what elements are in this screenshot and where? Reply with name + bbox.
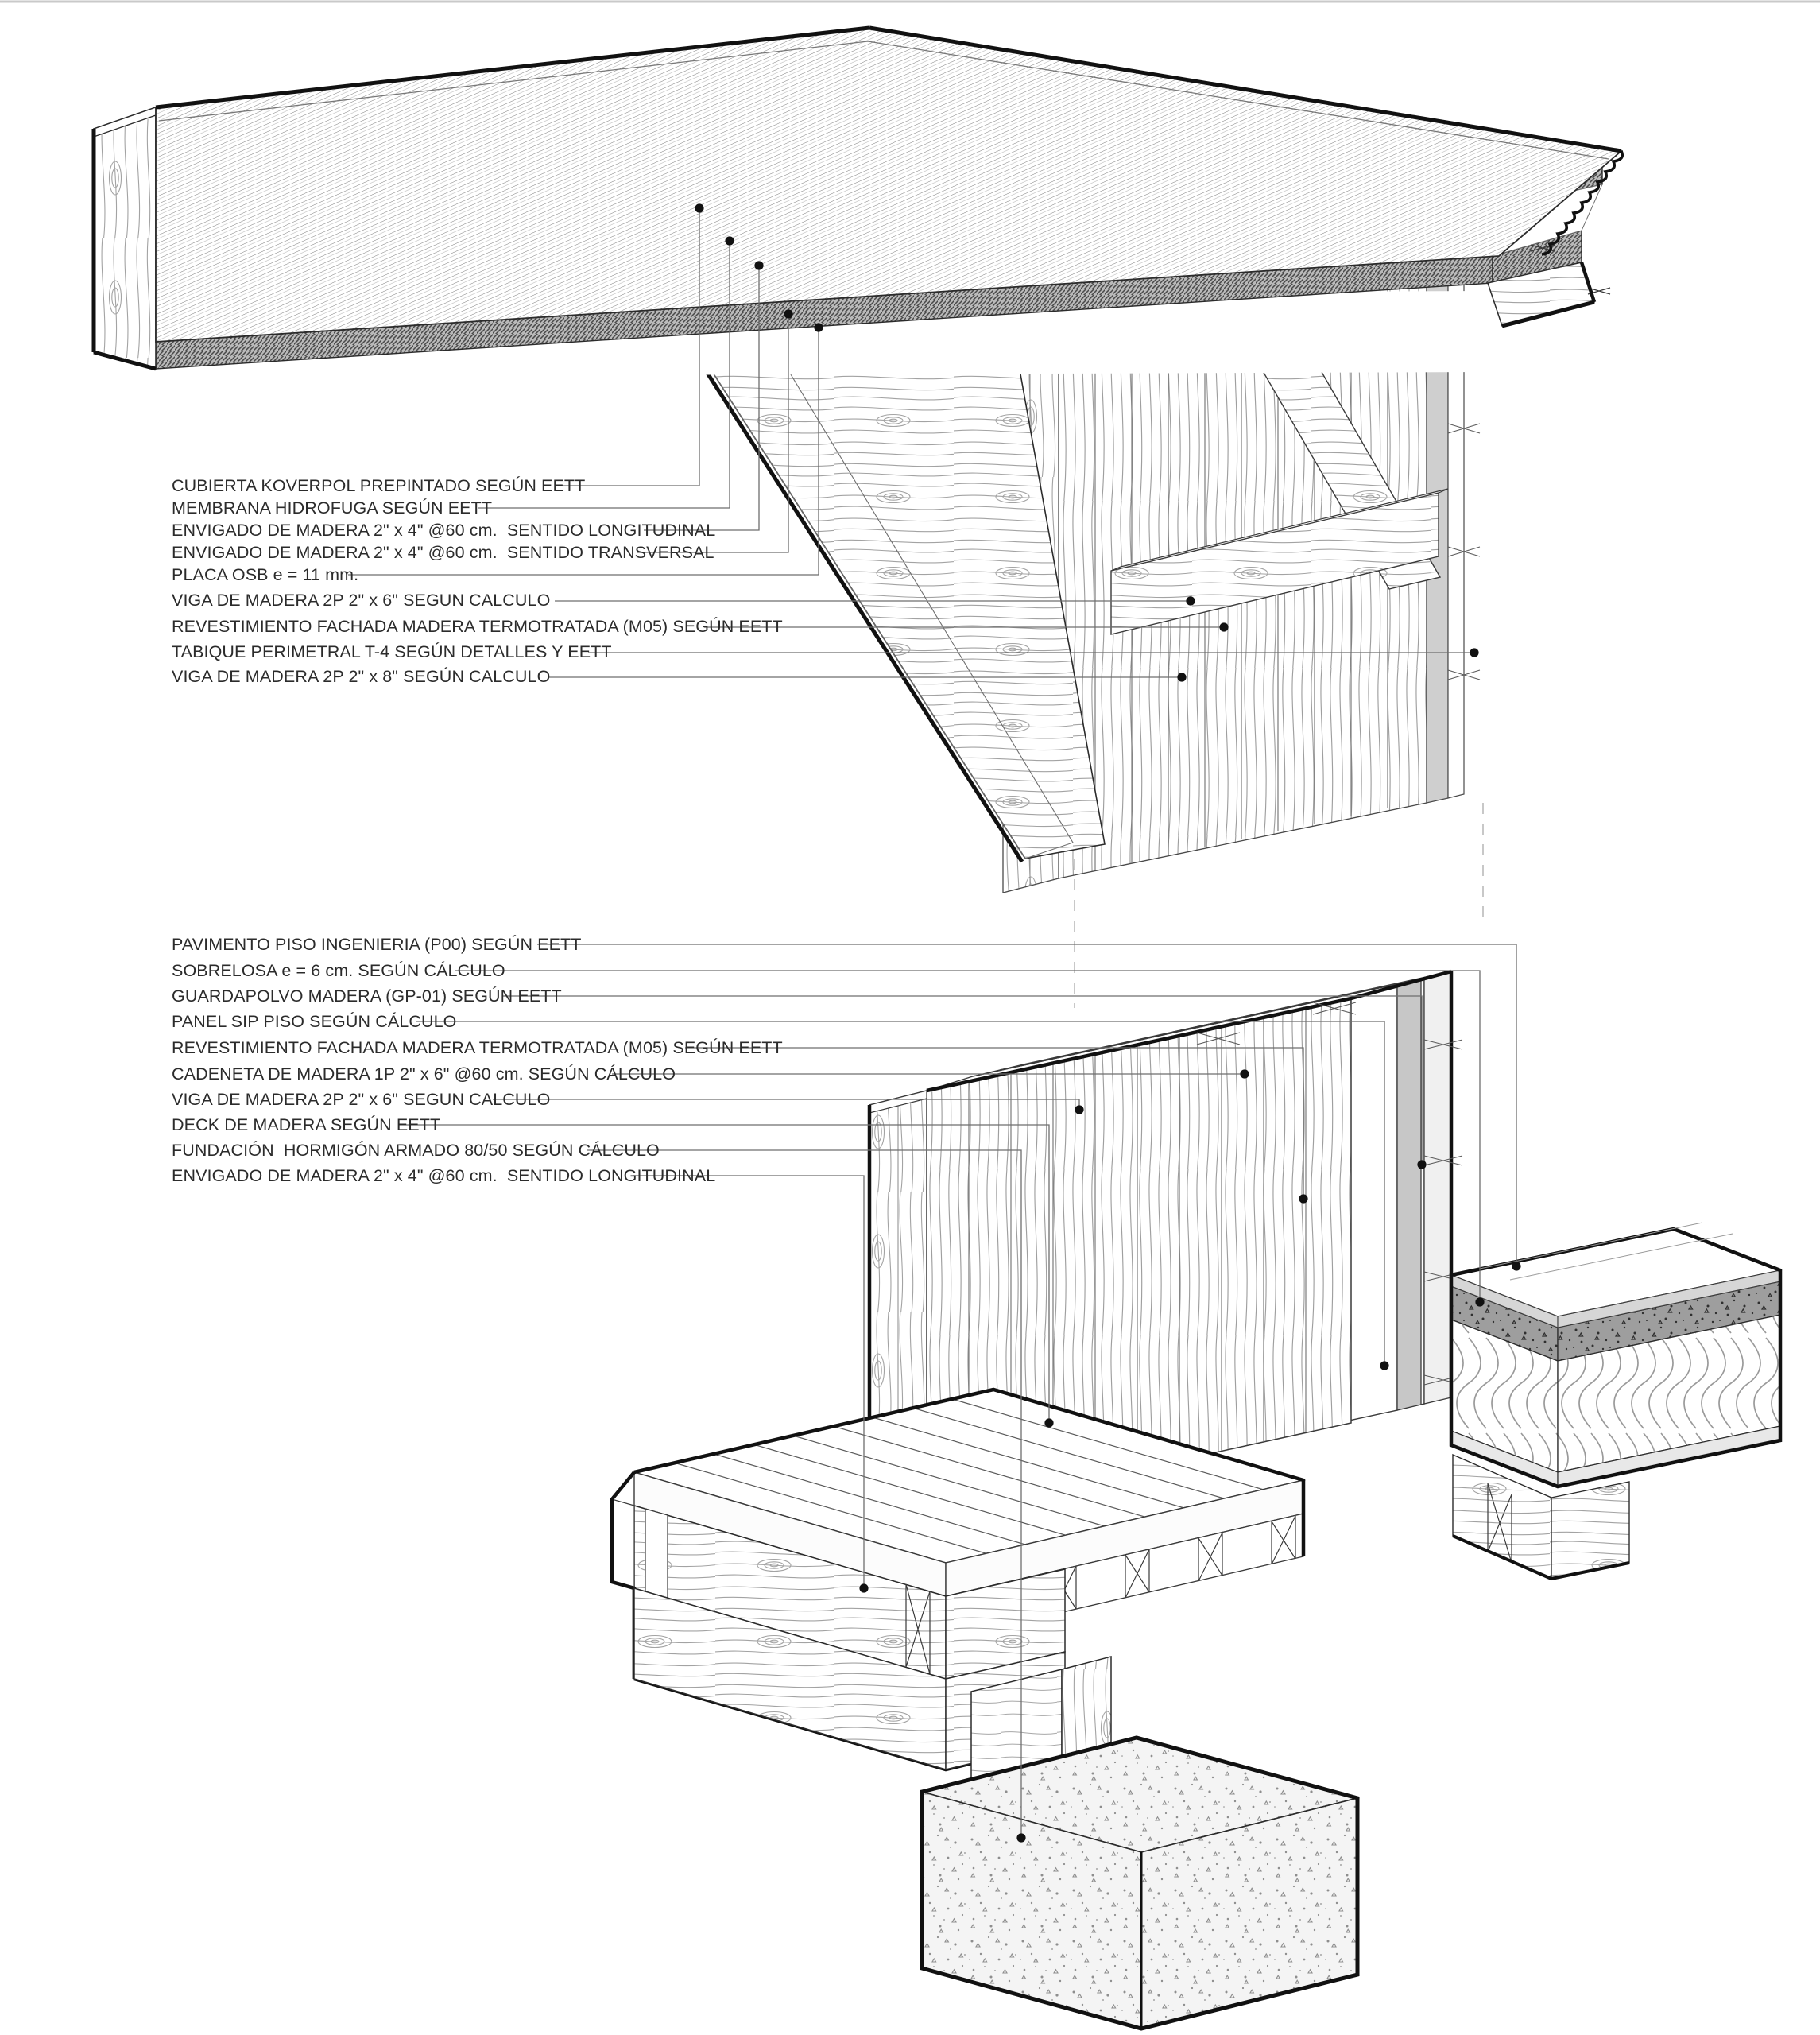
leader-dot (1470, 648, 1479, 657)
leader-line (348, 328, 819, 576)
joist-cut-symbol (1125, 1549, 1150, 1599)
detail-1-label-2: MEMBRANA HIDROFUGA SEGÚN EETT (172, 498, 492, 517)
leader-dot (1417, 1160, 1427, 1169)
roof-sheet-assembly (155, 25, 1624, 343)
foundation-assembly (919, 1656, 1361, 2031)
leader-dot (1219, 622, 1229, 632)
leader-dot (1475, 1297, 1485, 1307)
detail-2-label-8: DECK DE MADERA SEGÚN EETT (172, 1114, 440, 1134)
leader-dot (1044, 1418, 1054, 1428)
leader-dot (1240, 1069, 1249, 1079)
deck-top-outline-heavy (633, 1387, 1306, 1556)
leader-line (399, 1124, 1050, 1423)
wall-top-outline-heavy (926, 969, 1452, 1093)
detail-1-label-1: CUBIERTA KOVERPOL PREPINTADO SEGÚN EETT (172, 475, 585, 495)
wall-noggin-top (1110, 488, 1449, 572)
leader-dot (1177, 673, 1187, 682)
detail-2-label-9: FUNDACIÓN HORMIGÓN ARMADO 80/50 SEGÚN CÁ… (172, 1140, 660, 1160)
joist-cut-symbol (1271, 1515, 1296, 1565)
detail-2-label-3: GUARDAPOLVO MADERA (GP-01) SEGÚN EETT (172, 986, 562, 1006)
detail-2-label-1: PAVIMENTO PISO INGENIERIA (P00) SEGÚN EE… (172, 934, 582, 954)
detail-2-label-7: VIGA DE MADERA 2P 2" x 6" SEGUN CALCULO (172, 1090, 550, 1109)
deck-board-joints (673, 1398, 1264, 1554)
leader-lines-detail-2 (399, 944, 1517, 1838)
leader-lines-detail-1 (348, 208, 1474, 678)
label-list-detail-1: CUBIERTA KOVERPOL PREPINTADO SEGÚN EETT … (172, 475, 783, 686)
detail-2-label-2: SOBRELOSA e = 6 cm. SEGÚN CÁLCULO (172, 960, 505, 980)
roof-corrugation-profile (1541, 150, 1624, 256)
wall-noggin-cut-symbols (1196, 1002, 1357, 1045)
leader-dot (859, 1583, 869, 1593)
floor-block-outline-heavy (1449, 1227, 1783, 1489)
roof-ridge-edge (155, 25, 870, 110)
leader-dot (814, 323, 823, 332)
detail-2-label-10: ENVIGADO DE MADERA 2" x 4" @60 cm. SENTI… (172, 1166, 715, 1185)
wall-membrane-layer (1396, 978, 1422, 1411)
label-list-detail-2: PAVIMENTO PISO INGENIERIA (P00) SEGÚN EE… (172, 934, 783, 1185)
joist-tail-cut-symbol (1487, 1483, 1512, 1564)
detail-2-label-6: CADENETA DE MADERA 1P 2" x 6" @60 cm. SE… (172, 1064, 676, 1083)
leader-dot (754, 261, 764, 270)
leader-dot (1380, 1361, 1389, 1370)
detail-1-label-4: ENVIGADO DE MADERA 2" x 4" @60 cm. SENTI… (172, 543, 714, 562)
eave-end-right-outline (1579, 262, 1597, 303)
fascia-outline-heavy (93, 350, 157, 371)
leader-dots-detail-1 (695, 204, 1479, 682)
eave-fascia-board (93, 106, 157, 370)
leader-dot (1512, 1262, 1521, 1271)
deck-beam-cut-symbol (905, 1583, 931, 1675)
leader-line (478, 241, 730, 509)
leader-dots-detail-2 (859, 1069, 1521, 1843)
leader-line (455, 970, 1481, 1302)
detail-2-label-4: PANEL SIP PISO SEGÚN CÁLCULO (172, 1011, 456, 1031)
roof-membrane-line (158, 41, 1609, 160)
deck-end-joist-2 (645, 1508, 668, 1599)
leader-dot (695, 204, 704, 213)
leader-dot (1075, 1105, 1084, 1114)
leader-line (537, 944, 1517, 1266)
sloped-beam-assembly (686, 276, 1106, 863)
leader-line (685, 1047, 1304, 1199)
leader-dot (1299, 1194, 1308, 1204)
wall-sheathing-back-edge (1423, 971, 1452, 1405)
leader-dot (725, 236, 734, 246)
leader-line (633, 1175, 865, 1588)
leader-line (502, 995, 1423, 1165)
deck-end-joist-1 (611, 1498, 635, 1589)
detail-2-label-5: REVESTIMIENTO FACHADA MADERA TERMOTRATAD… (172, 1037, 783, 1057)
leader-dot (784, 309, 793, 319)
eave-end-outline-heavy (1501, 300, 1595, 328)
detail-1-label-7: REVESTIMIENTO FACHADA MADERA TERMOTRATAD… (172, 616, 783, 636)
leader-line (556, 208, 700, 486)
leader-line (637, 314, 789, 553)
leader-dot (1186, 596, 1195, 606)
detail-1-label-6: VIGA DE MADERA 2P 2" x 6" SEGUN CALCULO (172, 591, 550, 610)
leader-dot (1016, 1833, 1026, 1843)
detail-roof-eave-drawing: CUBIERTA KOVERPOL PREPINTADO SEGÚN EETT … (91, 25, 1624, 893)
footing-outline-heavy (920, 1735, 1360, 2031)
pavement-board-lines (1479, 1222, 1733, 1281)
leader-line (644, 266, 760, 531)
detail-floor-foundation-drawing: PAVIMENTO PISO INGENIERIA (P00) SEGÚN EE… (172, 803, 1783, 2031)
sloped-beam-outline-heavy (686, 342, 1024, 863)
leader-line (416, 1021, 1385, 1366)
floor-assembly (1449, 1222, 1783, 1581)
roof-top-right-edge (869, 25, 1622, 153)
joist-cut-symbol (1198, 1532, 1223, 1582)
detail-1-label-5: PLACA OSB e = 11 mm. (172, 565, 358, 584)
joist-tail-outline-heavy (1452, 1534, 1630, 1581)
deck-assembly (610, 1387, 1306, 1772)
detail-1-label-8: TABIQUE PERIMETRAL T-4 SEGÚN DETALLES Y … (172, 642, 612, 661)
detail-1-label-9: VIGA DE MADERA 2P 2" x 8" SEGÚN CALCULO (172, 666, 550, 686)
leader-line (587, 1149, 1022, 1838)
detail-1-label-3: ENVIGADO DE MADERA 2" x 4" @60 cm. SENTI… (172, 521, 715, 540)
